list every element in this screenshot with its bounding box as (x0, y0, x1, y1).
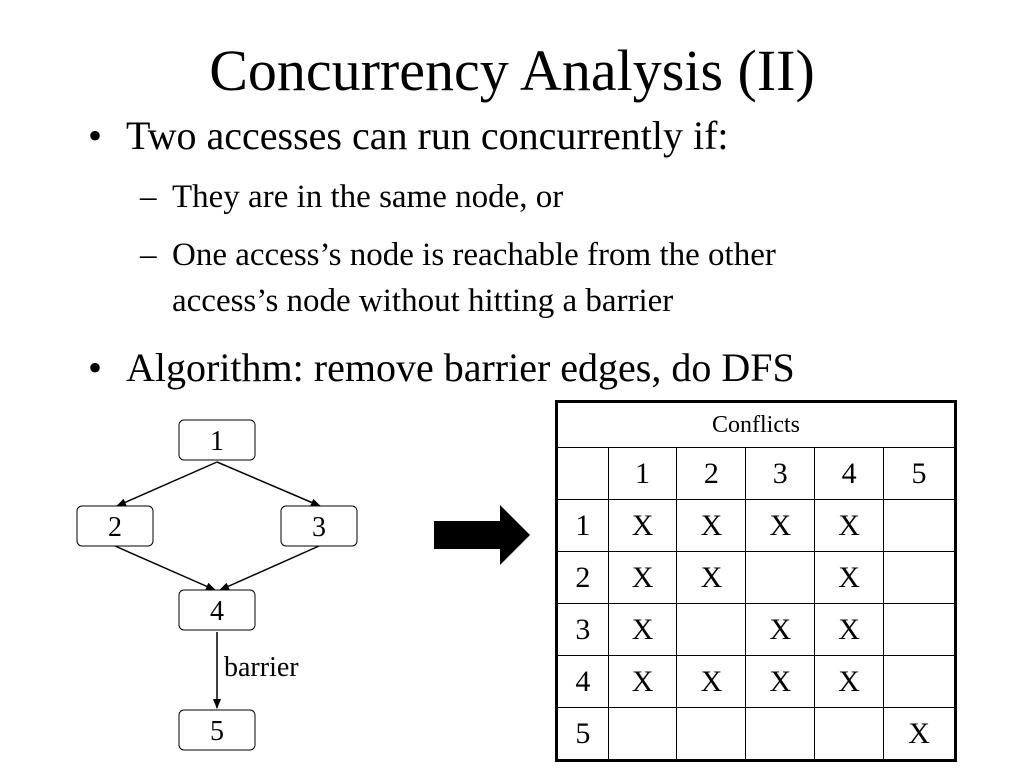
table-cell: X (883, 707, 956, 761)
barrier-label: barrier (224, 652, 299, 683)
node-label: 4 (210, 596, 224, 627)
header-cell: 4 (814, 447, 885, 500)
row-label: 2 (556, 551, 609, 604)
table-cell: X (607, 551, 678, 604)
table-row: 3 X X X (556, 603, 956, 656)
node-label: 1 (210, 426, 224, 457)
bullet-text: Algorithm: remove barrier edges, do DFS (126, 345, 795, 390)
table-row: 4 X X X X (556, 655, 956, 708)
edge-1-3 (216, 461, 321, 507)
table-cell: X (745, 655, 816, 708)
node-label: 2 (108, 512, 122, 543)
sub-bullet-text: They are in the same node, or (172, 179, 564, 215)
table-cell (814, 707, 885, 761)
conflicts-table: Conflicts 1 2 3 4 5 1 X X X X 2 X X X 3 … (555, 400, 957, 762)
graph-node: 4 (178, 589, 256, 631)
table-cell: X (607, 499, 678, 552)
table-cell: X (814, 499, 885, 552)
table-cell (676, 707, 747, 761)
table-row: 2 X X X (556, 551, 956, 604)
slide-title: Concurrency Analysis (II) (209, 38, 815, 103)
edge-2-4 (114, 545, 216, 591)
table-header-row: 1 2 3 4 5 (556, 447, 956, 500)
dash-icon: – (140, 179, 157, 215)
table-row: 1 X X X X (556, 499, 956, 552)
table-cell: X (814, 655, 885, 708)
header-cell: 2 (676, 447, 747, 500)
table-cell: X (814, 603, 885, 656)
right-arrow-icon (434, 505, 530, 565)
row-label: 4 (556, 655, 609, 708)
table-cell: X (676, 551, 747, 604)
graph-node: 3 (280, 505, 358, 547)
row-label: 1 (556, 499, 609, 552)
table-cell (745, 551, 816, 604)
graph-node: 2 (76, 505, 154, 547)
table-cell (745, 707, 816, 761)
bullet-dot-icon: • (88, 113, 103, 158)
bullet-dot-icon: • (88, 345, 103, 390)
table-cell (883, 551, 956, 604)
sub-bullet-text: One access’s node is reachable from the … (172, 237, 776, 273)
table-cell (883, 499, 956, 552)
table-row: 5 X (556, 707, 956, 761)
edge-3-4 (219, 545, 320, 591)
edge-1-2 (116, 461, 218, 507)
header-cell: 1 (607, 447, 678, 500)
table-cell: X (676, 655, 747, 708)
table-cell: X (745, 603, 816, 656)
table-cell (676, 603, 747, 656)
header-cell: 5 (883, 447, 956, 500)
bullet-text: Two accesses can run concurrently if: (126, 113, 729, 158)
table-cell: X (607, 603, 678, 656)
table-cell (883, 603, 956, 656)
table-cell: X (607, 655, 678, 708)
flow-graph: 1 2 3 4 5 barrier (76, 419, 358, 751)
dash-icon: – (140, 237, 157, 273)
table-cell: X (814, 551, 885, 604)
graph-node: 1 (178, 419, 256, 461)
row-label: 3 (556, 603, 609, 656)
table-caption: Conflicts (556, 401, 956, 448)
node-label: 3 (312, 512, 326, 543)
table-cell (883, 655, 956, 708)
sub-bullet-text-continued: access’s node without hitting a barrier (172, 283, 674, 319)
table-cell (607, 707, 678, 761)
header-cell (556, 447, 609, 500)
node-label: 5 (210, 716, 224, 747)
header-cell: 3 (745, 447, 816, 500)
row-label: 5 (556, 707, 609, 761)
graph-node: 5 (178, 709, 256, 751)
table-cell: X (676, 499, 747, 552)
table-cell: X (745, 499, 816, 552)
